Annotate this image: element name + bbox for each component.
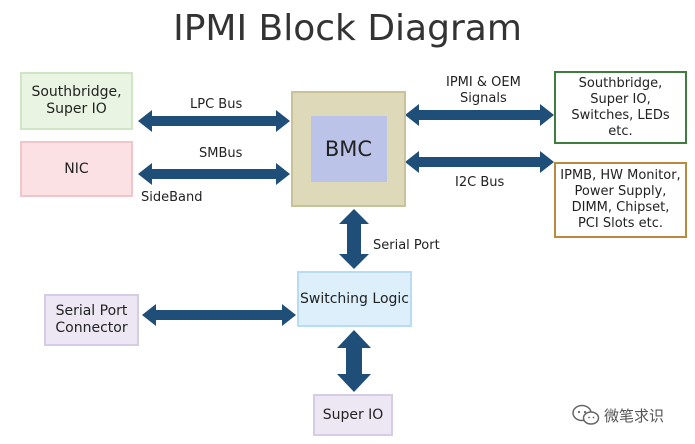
serial-port-connector-box: Serial Port Connector <box>44 294 139 346</box>
nic-label: NIC <box>64 160 89 177</box>
bmc-inner-box: BMC <box>310 116 387 182</box>
super-io-arrow <box>337 330 371 392</box>
wechat-icon <box>572 404 600 425</box>
ipmb-label: IPMB, HW Monitor, Power Supply, DIMM, Ch… <box>560 168 681 231</box>
serial-port-arrow <box>339 209 369 269</box>
switching-logic-label: Switching Logic <box>300 290 409 307</box>
i2c-bus-arrow <box>405 151 554 173</box>
serial-port-label: Serial Port <box>373 238 440 253</box>
smbus-label: SMBus <box>199 146 243 161</box>
southbridge-super-io-left-label: Southbridge, Super IO <box>31 84 122 117</box>
southbridge-right-label: Southbridge, Super IO, Switches, LEDs et… <box>571 75 670 139</box>
sideband-label: SideBand <box>141 190 203 205</box>
lpc-bus-label: LPC Bus <box>190 97 243 112</box>
serial-connector-arrow <box>142 304 296 326</box>
ipmb-box: IPMB, HW Monitor, Power Supply, DIMM, Ch… <box>554 162 687 238</box>
serial-port-connector-label: Serial Port Connector <box>55 303 128 336</box>
watermark-text: 微笔求识 <box>604 406 665 425</box>
page-title: IPMI Block Diagram <box>173 8 522 49</box>
nic-box: NIC <box>20 141 133 197</box>
southbridge-super-io-left-box: Southbridge, Super IO <box>20 72 133 130</box>
super-io-label: Super IO <box>322 406 384 423</box>
smbus-arrow <box>138 163 290 185</box>
i2c-bus-label: I2C Bus <box>455 175 505 190</box>
ipmi-oem-signals-label: IPMI & OEM Signals <box>446 75 521 106</box>
bmc-label: BMC <box>324 136 373 161</box>
lpc-bus-arrow <box>138 110 290 132</box>
switching-logic-box: Switching Logic <box>297 271 412 327</box>
bmc-outer-box: BMC <box>291 91 406 207</box>
watermark: 微笔求识 <box>572 404 664 426</box>
ipmi-oem-arrow <box>405 104 554 126</box>
southbridge-right-box: Southbridge, Super IO, Switches, LEDs et… <box>554 71 687 144</box>
super-io-box: Super IO <box>313 394 393 436</box>
